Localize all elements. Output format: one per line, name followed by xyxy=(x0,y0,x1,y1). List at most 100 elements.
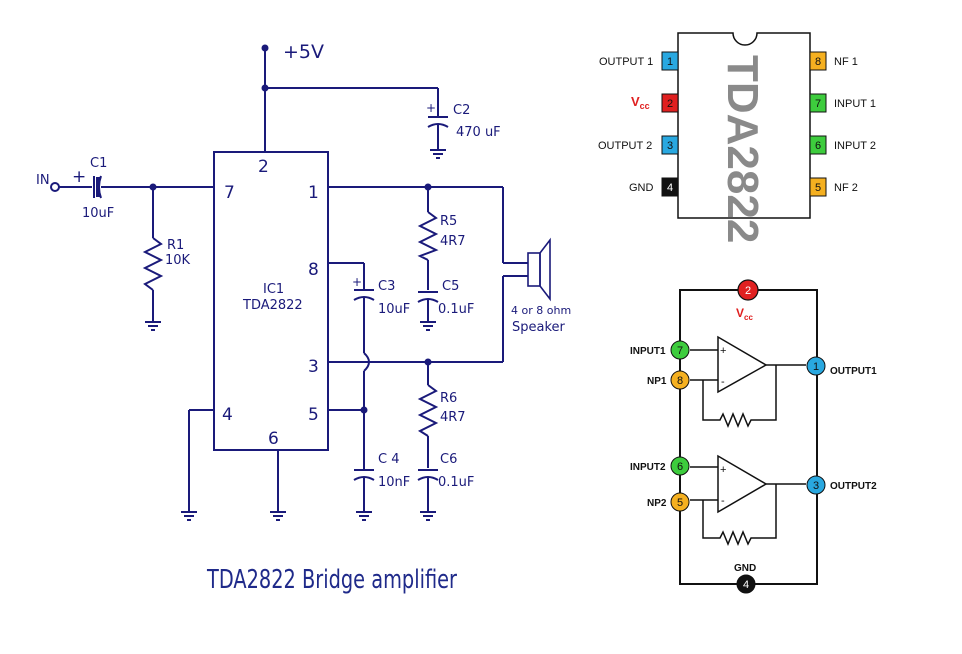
pin-box-6 xyxy=(809,135,827,155)
r5-name: R5 xyxy=(440,214,457,229)
c4-value: 10nF xyxy=(378,475,410,490)
pin-box-5 xyxy=(809,177,827,197)
c1-name: C1 xyxy=(90,156,107,171)
pin-label: NF 2 xyxy=(834,182,858,194)
input-terminal[interactable] xyxy=(50,182,60,192)
svg-text:+: + xyxy=(352,275,362,289)
pin-num: 7 xyxy=(815,98,821,110)
pin-num: 3 xyxy=(813,480,819,492)
output2-pin-circle xyxy=(806,475,826,495)
r6-name: R6 xyxy=(440,391,457,406)
c1-plus: + xyxy=(72,167,86,187)
block-vcc-label: Vcc xyxy=(736,306,753,322)
input-label: IN xyxy=(36,173,50,188)
speaker-line2: Speaker xyxy=(512,320,566,335)
resistor-r6: R6 4R7 xyxy=(417,362,466,468)
supply-label: +5V xyxy=(283,41,324,63)
amp-plus: + xyxy=(720,345,726,357)
c5-value: 0.1uF xyxy=(438,302,474,317)
pin-box-3 xyxy=(661,135,679,155)
amplifier-1-symbol xyxy=(717,335,768,394)
pin-num: 6 xyxy=(677,461,683,473)
speaker: 4 or 8 ohm Speaker xyxy=(511,237,571,335)
ground-symbol xyxy=(430,149,446,159)
ground-symbol xyxy=(356,511,372,521)
capacitor-c4: C 4 10nF xyxy=(353,452,410,490)
pin-num: 6 xyxy=(815,140,821,152)
amp-minus: - xyxy=(721,376,725,388)
pin-box-7 xyxy=(809,93,827,113)
pin-6-label: 6 xyxy=(268,429,279,449)
input2-pin-circle xyxy=(670,456,690,476)
pin-7-label: 7 xyxy=(224,183,235,203)
chip-name: TDA2822 xyxy=(718,55,767,243)
internal-block-diagram: 2 Vcc GND 4 + - 7 INPUT1 8 NP1 1 OUTPUT1… xyxy=(630,279,877,594)
pin-label: OUTPUT 1 xyxy=(599,56,653,68)
ground-symbol xyxy=(145,321,161,331)
capacitor-c1: C1 10uF xyxy=(82,156,114,221)
np2-pin-circle xyxy=(670,492,690,512)
pin-num: 7 xyxy=(677,345,683,357)
c1-value: 10uF xyxy=(82,206,114,221)
pin-num: 2 xyxy=(667,98,673,110)
capacitor-c3: + C3 10uF xyxy=(352,275,410,317)
pin-num: 5 xyxy=(815,182,821,194)
pin-num: 4 xyxy=(667,182,673,194)
resistor-r1: R1 10K xyxy=(142,187,191,322)
pin-label: OUTPUT 2 xyxy=(598,140,652,152)
block-outline xyxy=(679,289,818,585)
pin-box-1 xyxy=(661,51,679,71)
ic1-name: IC1 xyxy=(263,282,284,297)
pin-num: 8 xyxy=(677,375,683,387)
svg-text:+: + xyxy=(426,101,436,115)
ic1-body xyxy=(213,151,329,451)
pin-5-label: 5 xyxy=(308,405,319,425)
pin-label: INPUT 1 xyxy=(834,98,876,110)
ground-symbol xyxy=(270,511,286,521)
capacitor-c2: + C2 470 uF xyxy=(426,101,501,150)
pin-num: 3 xyxy=(667,140,673,152)
np1-label: NP1 xyxy=(647,376,667,387)
capacitor-c5: C5 0.1uF xyxy=(417,279,474,322)
pin-3-label: 3 xyxy=(308,357,319,377)
vcc-label: Vcc xyxy=(631,94,650,111)
pin-box-2 xyxy=(661,93,679,113)
output2-label: OUTPUT2 xyxy=(830,481,877,492)
gnd-pin-circle xyxy=(736,574,756,594)
pin-num: 8 xyxy=(815,56,821,68)
pin-box-8 xyxy=(809,51,827,71)
pin-num: 1 xyxy=(813,361,819,373)
speaker-line1: 4 or 8 ohm xyxy=(511,304,571,317)
output1-pin-circle xyxy=(806,356,826,376)
c6-name: C6 xyxy=(440,452,457,467)
feedback-resistor-1 xyxy=(702,365,777,428)
amplifier-2-symbol xyxy=(717,454,768,514)
input1-pin-circle xyxy=(670,340,690,360)
c3-name: C3 xyxy=(378,279,395,294)
pin-4-label: 4 xyxy=(222,405,233,425)
diagram-title: TDA2822 Bridge amplifier xyxy=(206,565,457,595)
c2-name: C2 xyxy=(453,103,470,118)
pin-label: INPUT 2 xyxy=(834,140,876,152)
pin-1-label: 1 xyxy=(308,183,319,203)
c5-name: C5 xyxy=(442,279,459,294)
output1-label: OUTPUT1 xyxy=(830,366,877,377)
chip-package xyxy=(677,32,811,219)
block-gnd-label: GND xyxy=(734,563,756,574)
r1-value: 10K xyxy=(165,253,191,268)
r1-name: R1 xyxy=(167,238,184,253)
r6-value: 4R7 xyxy=(440,410,466,425)
tda2822-pinout: TDA2822 1 OUTPUT 1 2 Vcc 3 OUTPUT 2 4 GN… xyxy=(598,32,876,243)
np1-pin-circle xyxy=(670,370,690,390)
ground-symbol xyxy=(420,321,436,331)
pin-num: 1 xyxy=(667,56,673,68)
c2-value: 470 uF xyxy=(456,125,501,140)
pin-box-4 xyxy=(661,177,679,197)
amp-plus: + xyxy=(720,464,726,476)
input2-label: INPUT2 xyxy=(630,462,666,473)
bridge-amplifier-schematic: +5V + C2 470 uF 2 7 1 8 3 4 5 6 IC1 TDA2… xyxy=(36,41,571,595)
resistor-r5: R5 4R7 xyxy=(417,187,466,290)
pin-label: NF 1 xyxy=(834,56,858,68)
